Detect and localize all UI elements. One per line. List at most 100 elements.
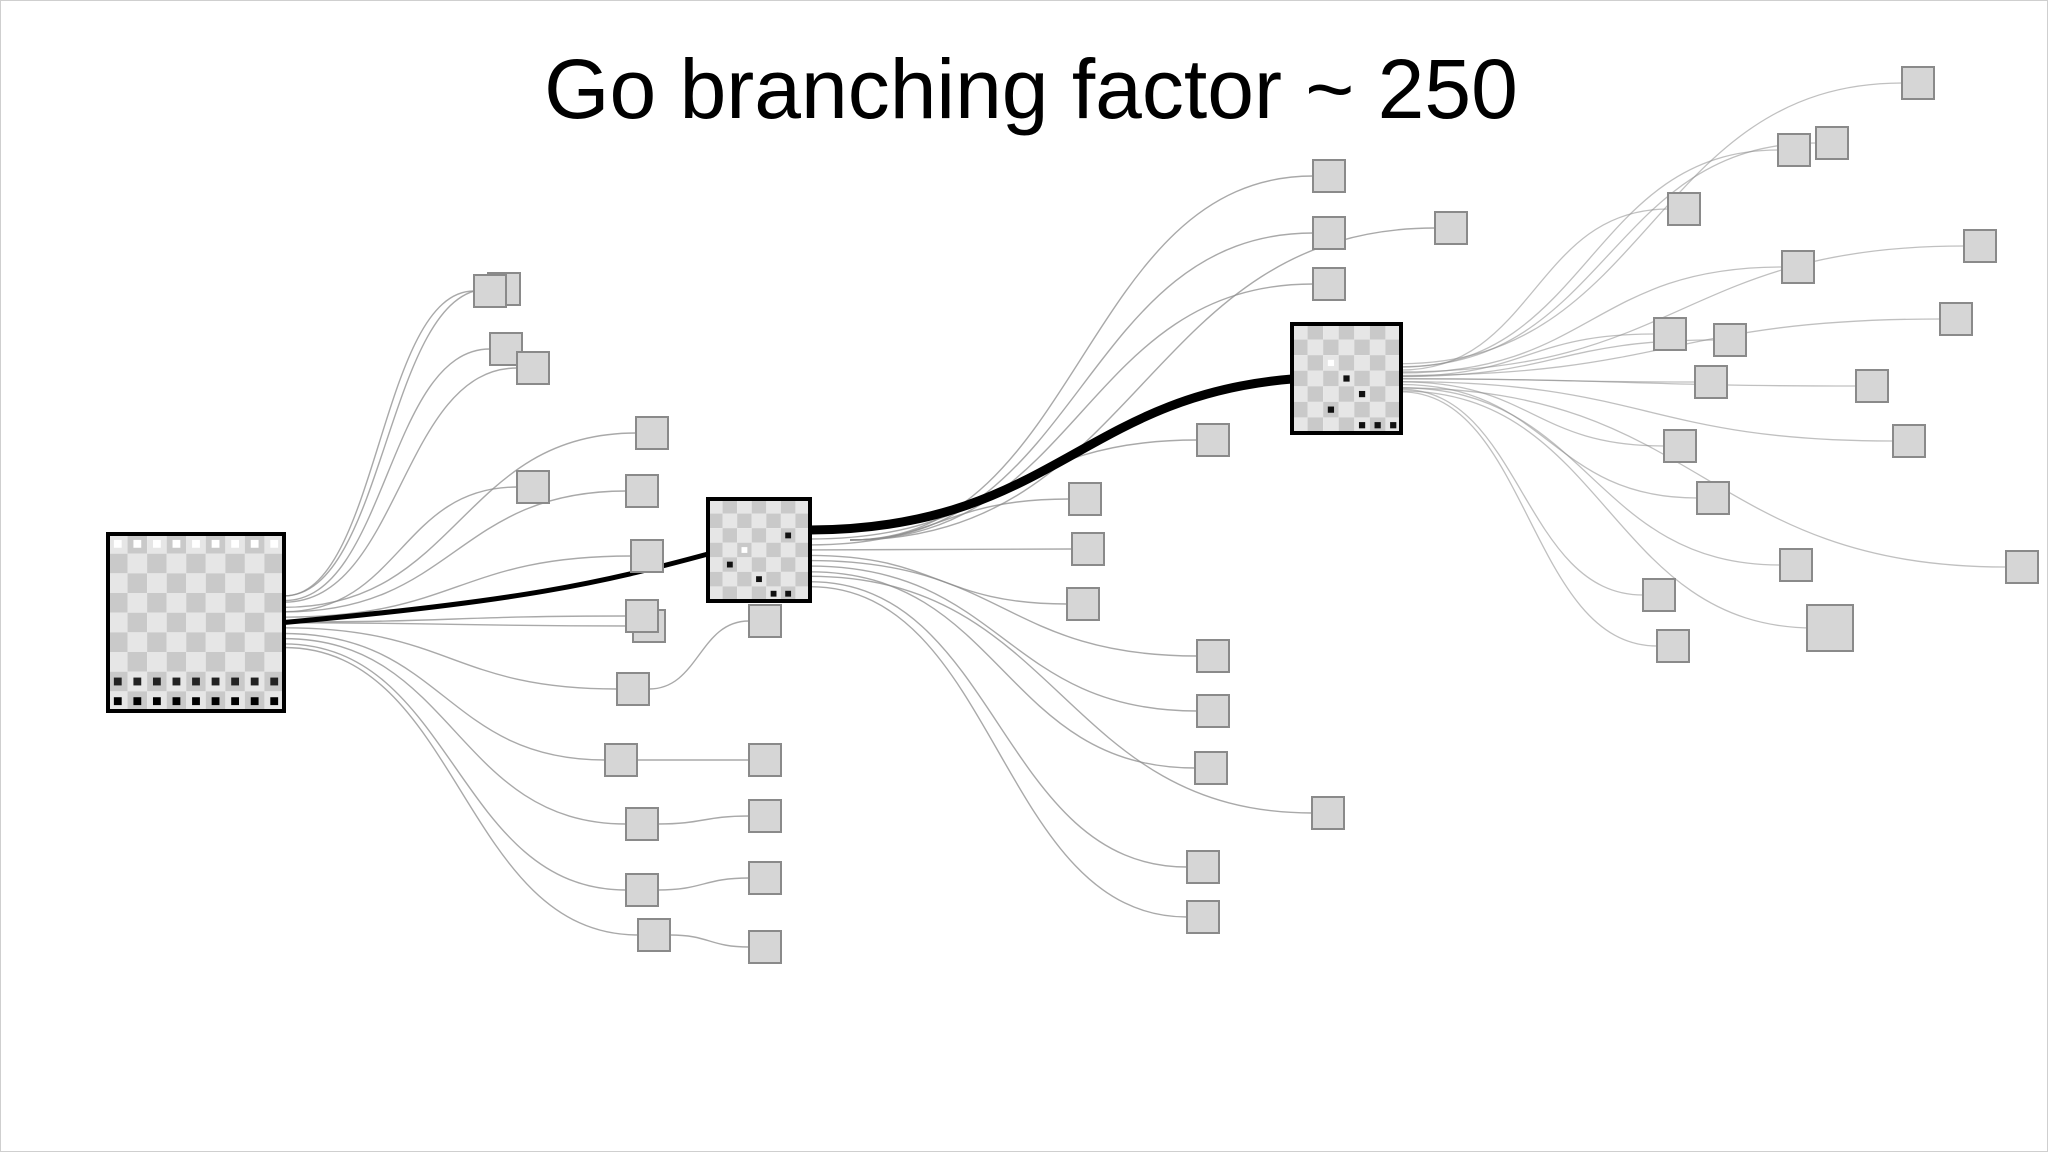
board-stone xyxy=(270,539,279,548)
board-cell xyxy=(780,542,796,558)
slide-title: Go branching factor ~ 250 xyxy=(544,42,1518,136)
board-cell xyxy=(127,612,148,633)
tree-leaf-node xyxy=(748,604,782,638)
board-cell xyxy=(205,573,226,593)
board-cell xyxy=(1338,324,1355,340)
board-cell xyxy=(751,499,767,514)
tree-edge xyxy=(283,348,491,602)
board-cell xyxy=(1307,355,1324,371)
board-cell xyxy=(1354,370,1370,387)
tree-leaf-node xyxy=(1815,126,1849,160)
board-cell xyxy=(1385,324,1401,340)
board-cell xyxy=(186,593,206,613)
board-cell xyxy=(1369,339,1386,356)
board-stone xyxy=(211,539,220,548)
board-cell xyxy=(108,553,128,574)
tree-leaf-node xyxy=(516,351,550,385)
board-cell xyxy=(751,513,767,529)
board-cell xyxy=(1307,401,1324,418)
board-cell xyxy=(795,586,810,601)
board-cell xyxy=(722,513,738,529)
board-cell xyxy=(1369,386,1386,402)
board-stone xyxy=(152,539,161,548)
tree-edge xyxy=(1400,381,1665,447)
board-stone xyxy=(211,677,220,686)
board-cell xyxy=(264,612,284,633)
board-stone xyxy=(726,561,733,568)
tree-edge xyxy=(283,490,627,613)
board-cell xyxy=(108,612,128,633)
board-stone xyxy=(1343,375,1350,382)
board-cell xyxy=(127,652,148,672)
board-cell xyxy=(1323,386,1339,402)
principal-variation-path xyxy=(283,374,1293,625)
tree-leaf-node xyxy=(1312,159,1346,193)
board-stone xyxy=(1358,390,1366,398)
board-cell xyxy=(1292,417,1308,433)
tree-leaf-node xyxy=(1855,369,1889,403)
board-stone xyxy=(1374,422,1381,429)
board-cell xyxy=(1385,370,1401,387)
board-cell xyxy=(127,593,148,613)
board-cell xyxy=(244,553,265,574)
board-cell xyxy=(795,528,810,543)
board-cell xyxy=(166,652,187,672)
tree-edge xyxy=(657,815,750,825)
board-cell xyxy=(166,553,187,574)
tree-leaf-node xyxy=(1186,850,1220,884)
tree-leaf-node xyxy=(1653,317,1687,351)
tree-leaf-node xyxy=(635,416,669,450)
tree-leaf-node xyxy=(1194,751,1228,785)
tree-leaf-node xyxy=(1696,481,1730,515)
tree-leaf-node xyxy=(1663,429,1697,463)
board-cell xyxy=(264,593,284,613)
tree-leaf-node xyxy=(1901,66,1935,100)
go-board-node xyxy=(706,497,812,603)
board-cell xyxy=(225,652,245,672)
board-cell xyxy=(1338,386,1355,402)
board-stone xyxy=(152,677,161,686)
board-cell xyxy=(244,593,265,613)
tree-leaf-node xyxy=(1434,211,1468,245)
board-cell xyxy=(1369,401,1386,418)
tree-edge xyxy=(1400,333,1655,377)
board-cell xyxy=(737,528,752,543)
tree-edge xyxy=(849,232,1314,541)
board-cell xyxy=(225,573,245,593)
board-cell xyxy=(264,553,284,574)
board-stone xyxy=(250,539,259,548)
board-stone xyxy=(133,539,142,548)
board-cell xyxy=(1292,324,1308,340)
tree-edge xyxy=(809,548,1073,551)
board-stone xyxy=(756,576,762,583)
board-cell xyxy=(147,573,167,593)
board-cell xyxy=(264,632,284,652)
board-cell xyxy=(1307,386,1324,402)
go-board-node xyxy=(1290,322,1403,435)
board-stone xyxy=(172,677,181,686)
board-cell xyxy=(795,499,810,514)
board-cell xyxy=(722,542,738,558)
board-border xyxy=(1290,322,1403,435)
board-cell xyxy=(780,513,796,529)
board-cell xyxy=(147,632,167,652)
board-cell xyxy=(795,513,810,529)
tree-leaf-node xyxy=(473,274,507,308)
board-cell xyxy=(186,612,206,633)
tree-leaf-node xyxy=(489,332,523,366)
board-cell xyxy=(225,632,245,652)
tree-leaf-node xyxy=(1068,482,1102,516)
tree-edge xyxy=(809,586,1188,918)
board-cell xyxy=(166,612,187,633)
go-board-node xyxy=(106,532,286,713)
tree-leaf-node xyxy=(1312,267,1346,301)
tree-leaf-node xyxy=(1694,365,1728,399)
board-cell xyxy=(1385,386,1401,402)
board-cell xyxy=(1354,401,1370,418)
tree-leaf-node xyxy=(1781,250,1815,284)
board-stone xyxy=(133,697,142,706)
board-border xyxy=(106,532,286,713)
tree-leaf-node xyxy=(748,861,782,895)
board-cell xyxy=(186,652,206,672)
board-stone xyxy=(270,677,279,686)
